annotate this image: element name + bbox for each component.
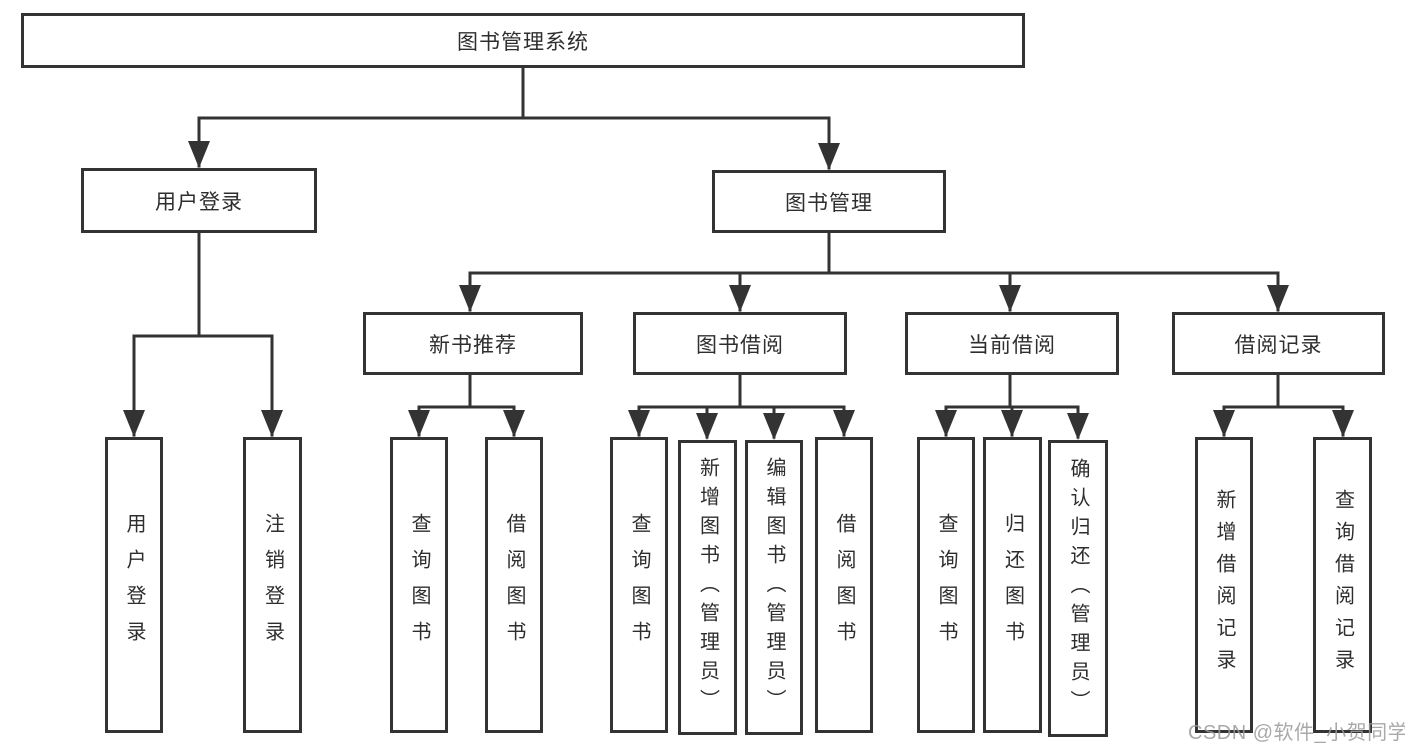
csdn-watermark: CSDN @软件_小贺同学 [1188, 722, 1405, 744]
leaf-user-login-label: 用户登录 [123, 513, 145, 657]
node-current-borrowing-label: 当前借阅 [968, 333, 1056, 357]
leaf-cb-return-books: 归还图书 [983, 437, 1042, 733]
leaf-bb-borrow-books-label: 借阅图书 [833, 513, 855, 657]
node-borrowing-records: 借阅记录 [1172, 312, 1385, 375]
leaf-br-query-record: 查询借阅记录 [1313, 437, 1372, 733]
leaf-cb-query-books: 查询图书 [917, 437, 975, 733]
leaf-cb-return-books-label: 归还图书 [1001, 513, 1024, 657]
leaf-bb-query-books-label: 查询图书 [628, 513, 650, 657]
connector-new-book-recommend-children [417, 372, 516, 437]
leaf-br-add-record: 新增借阅记录 [1195, 437, 1253, 733]
node-book-management-label: 图书管理 [785, 191, 873, 215]
arrowheads [123, 141, 1354, 440]
leaf-bb-borrow-books: 借阅图书 [815, 437, 873, 733]
leaf-nbr-borrow-books-label: 借阅图书 [503, 513, 525, 657]
leaf-nbr-query-books-label: 查询图书 [408, 513, 430, 657]
connector-book-management-children [468, 231, 1280, 312]
node-new-book-recommend: 新书推荐 [363, 312, 583, 375]
node-new-book-recommend-label: 新书推荐 [429, 333, 517, 357]
connector-book-borrowing-children [637, 372, 846, 439]
node-book-borrowing: 图书借阅 [633, 312, 847, 375]
node-library-system: 图书管理系统 [21, 13, 1025, 68]
node-book-management: 图书管理 [712, 170, 946, 233]
connector-user-login-children [132, 231, 274, 437]
leaf-cb-confirm-return-admin: 确认归还（管理员） [1048, 440, 1108, 737]
leaf-user-login: 用户登录 [105, 437, 163, 733]
leaf-bb-edit-books-admin: 编辑图书（管理员） [745, 440, 803, 735]
leaf-nbr-borrow-books: 借阅图书 [485, 437, 543, 733]
leaf-bb-query-books: 查询图书 [610, 437, 668, 733]
node-book-borrowing-label: 图书借阅 [696, 333, 784, 357]
leaf-nbr-query-books: 查询图书 [390, 437, 448, 733]
node-library-system-label: 图书管理系统 [457, 30, 589, 54]
node-borrowing-records-label: 借阅记录 [1234, 333, 1323, 357]
leaf-logout: 注销登录 [243, 437, 302, 733]
leaf-logout-label: 注销登录 [261, 513, 284, 657]
leaf-br-add-record-label: 新增借阅记录 [1213, 489, 1235, 681]
connector-root-to-level2 [197, 66, 831, 170]
leaf-bb-add-books-admin: 新增图书（管理员） [678, 440, 737, 735]
leaf-cb-query-books-label: 查询图书 [935, 513, 957, 657]
node-user-login: 用户登录 [81, 168, 317, 233]
node-current-borrowing: 当前借阅 [905, 312, 1119, 375]
leaf-bb-add-books-admin-label: 新增图书（管理员） [696, 457, 719, 718]
leaf-br-query-record-label: 查询借阅记录 [1331, 489, 1354, 681]
node-user-login-label: 用户登录 [155, 190, 243, 214]
connector-borrowing-records-children [1222, 372, 1345, 437]
leaf-cb-confirm-return-admin-label: 确认归还（管理员） [1067, 458, 1089, 719]
leaf-bb-edit-books-admin-label: 编辑图书（管理员） [763, 457, 785, 718]
